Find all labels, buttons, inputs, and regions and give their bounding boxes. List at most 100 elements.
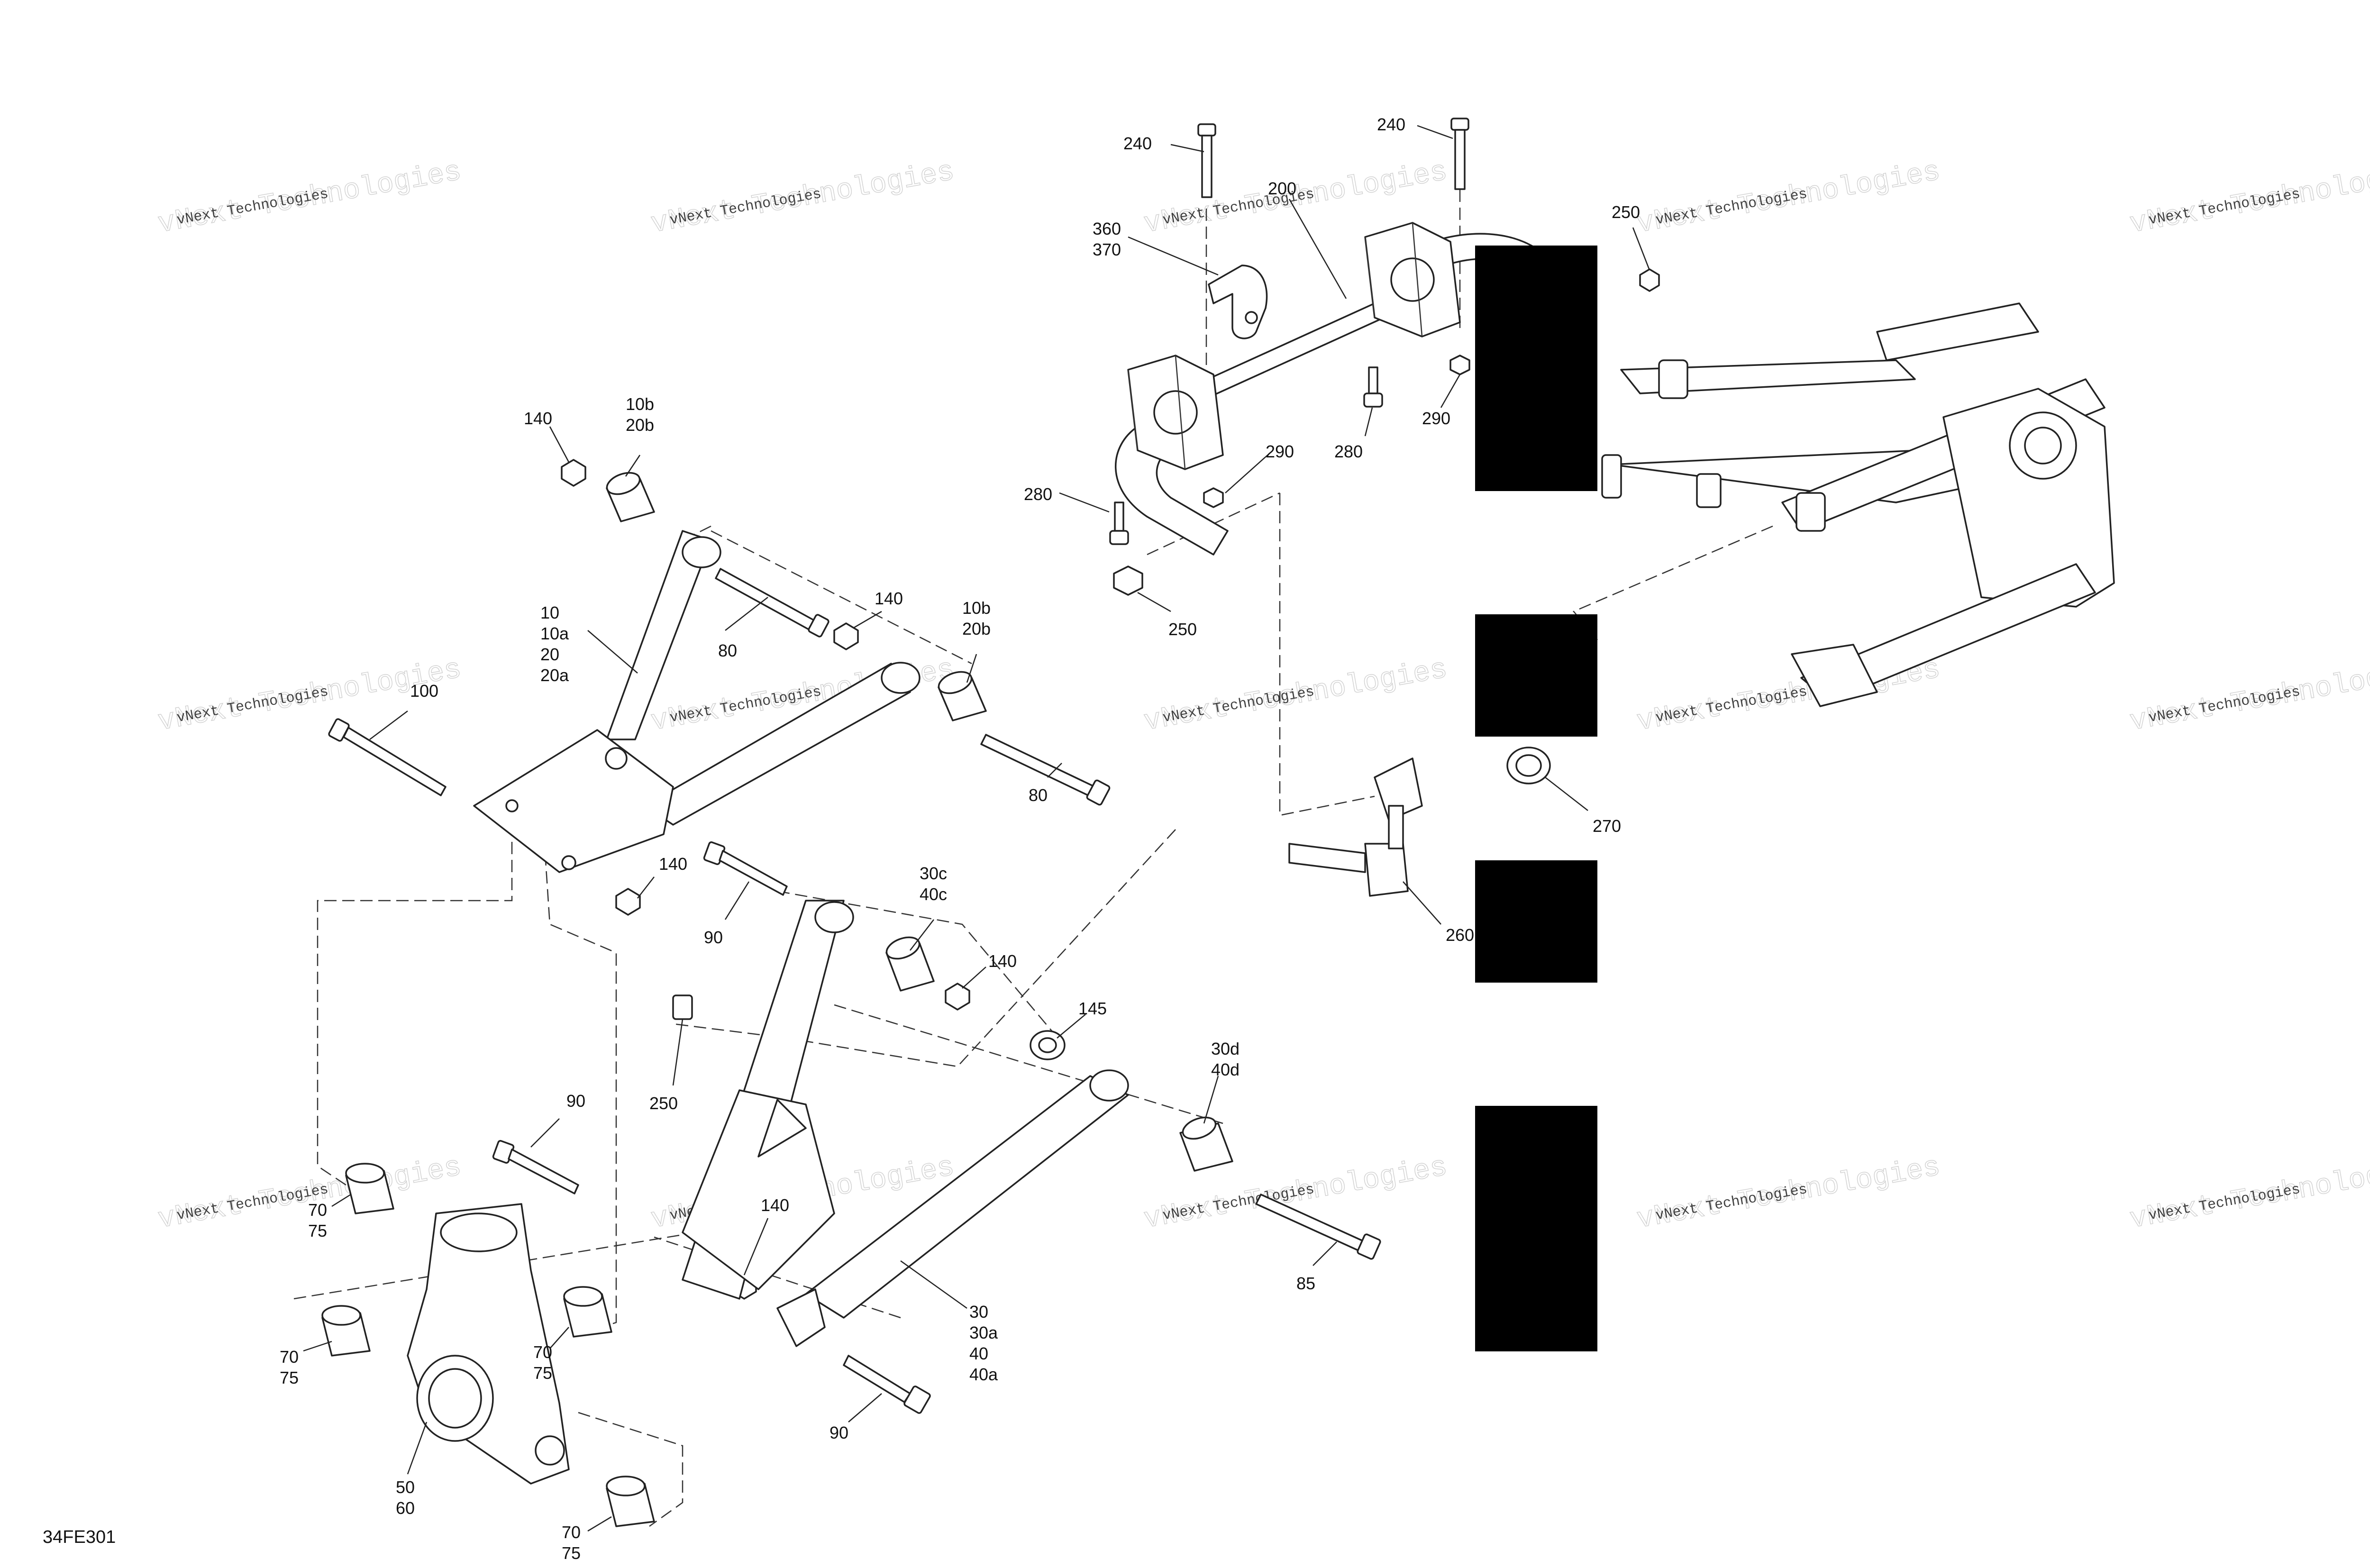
leader-280b bbox=[1364, 407, 1373, 437]
callout-30-40: 30 30a 40 40a bbox=[969, 1302, 1003, 1384]
bushing-70-b bbox=[321, 1305, 371, 1357]
bolt-240-right bbox=[1450, 118, 1469, 190]
bushing-10b-top bbox=[606, 472, 655, 522]
leader-10b2 bbox=[966, 654, 977, 683]
dash-lower-arm-top bbox=[673, 829, 1176, 1067]
leader-140e bbox=[743, 1218, 769, 1276]
leader-90a bbox=[724, 881, 750, 920]
callout-280-right: 280 bbox=[1334, 442, 1363, 461]
bolt-80-lower bbox=[980, 734, 1111, 806]
leader-70c bbox=[549, 1327, 569, 1349]
callout-140-a: 140 bbox=[524, 409, 552, 428]
dash-upper-arm bbox=[711, 530, 972, 665]
callout-80-upper: 80 bbox=[718, 641, 737, 660]
callout-50-60: 50 60 bbox=[396, 1477, 419, 1518]
leader-30 bbox=[900, 1260, 967, 1309]
link-260 bbox=[1288, 757, 1423, 897]
callout-30d-40d: 30d 40d bbox=[1211, 1039, 1244, 1079]
nut-290-left bbox=[1203, 487, 1224, 508]
callout-360-370: 360 370 bbox=[1093, 219, 1126, 259]
upper-a-arm bbox=[473, 530, 921, 873]
callout-10b-20b-top: 10b 20b bbox=[626, 394, 659, 435]
callout-10-20: 10 10a 20 20a bbox=[540, 603, 574, 685]
leader-140b bbox=[853, 611, 882, 629]
callout-250-lower: 250 bbox=[649, 1094, 678, 1113]
leader-30d bbox=[1203, 1076, 1219, 1124]
dash-knuckle-left bbox=[317, 806, 513, 1195]
callout-70-75-c: 70 75 bbox=[533, 1342, 557, 1383]
callout-10b-20b-mid: 10b 20b bbox=[962, 598, 995, 638]
callout-140-b: 140 bbox=[875, 589, 903, 608]
callout-140-c: 140 bbox=[659, 854, 687, 874]
dash-right-link bbox=[1572, 525, 1773, 640]
leader-140d bbox=[962, 966, 986, 989]
screw-280-left bbox=[1109, 501, 1129, 545]
watermark: vNext Technologies vNext Technologies bbox=[1634, 1151, 1943, 1237]
leader-50 bbox=[407, 1422, 428, 1475]
spacer-145 bbox=[1030, 1030, 1066, 1060]
nut-140-b bbox=[833, 622, 859, 650]
sway-bushing-right bbox=[1364, 222, 1461, 337]
diagram-id: 34FE301 bbox=[43, 1527, 116, 1547]
watermark: vNext Technologies vNext Technologies bbox=[155, 155, 465, 241]
callout-250-top: 250 bbox=[1612, 202, 1640, 222]
bolt-100 bbox=[328, 718, 447, 796]
callout-270: 270 bbox=[1593, 816, 1621, 836]
leader-85 bbox=[1313, 1241, 1337, 1266]
bolt-90-top bbox=[703, 841, 788, 896]
nut-140-c bbox=[615, 888, 641, 916]
callout-labels: 240 240 200 360 370 250 280 290 290 280 … bbox=[280, 115, 1640, 1563]
watermark: vNext Technologies vNext Technologies bbox=[2127, 155, 2370, 241]
dash-knuckle-lower bbox=[578, 1412, 684, 1527]
callout-70-75-b: 70 75 bbox=[280, 1347, 303, 1387]
redaction-boxes bbox=[1475, 246, 1597, 1351]
callout-85: 85 bbox=[1296, 1274, 1315, 1293]
watermark: vNext Technologies vNext Technologies bbox=[2127, 1151, 2370, 1237]
watermark: vNext Technologies vNext Technologies bbox=[1141, 653, 1450, 739]
leader-270 bbox=[1545, 777, 1588, 811]
watermark: vNext Technologies vNext Technologies bbox=[2127, 653, 2370, 739]
callout-200: 200 bbox=[1268, 179, 1296, 198]
nut-250-sway bbox=[1113, 565, 1143, 596]
sway-bushing-left bbox=[1127, 355, 1224, 470]
callout-30c-40c: 30c 40c bbox=[920, 864, 952, 904]
leader-250b bbox=[1137, 592, 1171, 612]
callout-290-right: 290 bbox=[1422, 409, 1450, 428]
leader-100 bbox=[369, 711, 408, 740]
callout-260: 260 bbox=[1446, 925, 1474, 945]
leader-250c bbox=[672, 1019, 684, 1086]
dash-sway-link bbox=[1279, 493, 1375, 816]
callout-70-75-a: 70 75 bbox=[308, 1200, 332, 1240]
bushing-70-d bbox=[606, 1476, 655, 1527]
nut-250-lower bbox=[672, 994, 693, 1020]
screw-280-right bbox=[1363, 366, 1383, 408]
nut-250-top bbox=[1639, 268, 1660, 292]
bushing-70-a bbox=[345, 1163, 394, 1214]
callout-240-right: 240 bbox=[1377, 115, 1405, 134]
nut-290-right bbox=[1449, 355, 1470, 375]
bolt-80-upper bbox=[715, 568, 830, 638]
leader-280a bbox=[1059, 492, 1110, 513]
leader-lines bbox=[303, 125, 1650, 1532]
bolt-240-left bbox=[1197, 123, 1216, 198]
leader-145 bbox=[1057, 1014, 1086, 1039]
leader-10 bbox=[587, 630, 638, 674]
watermark: vNext Technologies vNext Technologies bbox=[1634, 155, 1943, 241]
leader-90c bbox=[848, 1393, 882, 1422]
callout-90-bottom: 90 bbox=[830, 1423, 848, 1442]
redaction-box-3 bbox=[1475, 860, 1597, 983]
leader-10b bbox=[625, 455, 641, 477]
callout-100: 100 bbox=[410, 681, 438, 701]
parts-layer bbox=[321, 118, 2115, 1527]
knuckle-50 bbox=[407, 1203, 570, 1485]
bolt-85 bbox=[1255, 1194, 1381, 1260]
callout-240-left: 240 bbox=[1123, 134, 1152, 153]
callout-140-e: 140 bbox=[761, 1195, 789, 1215]
assembled-suspension-right bbox=[1601, 302, 2115, 707]
bushing-70-c bbox=[563, 1286, 612, 1338]
leader-70a bbox=[331, 1194, 351, 1207]
bushing-10b-mid bbox=[938, 671, 987, 721]
leader-250a bbox=[1632, 227, 1650, 271]
lower-a-arm bbox=[682, 900, 1129, 1347]
